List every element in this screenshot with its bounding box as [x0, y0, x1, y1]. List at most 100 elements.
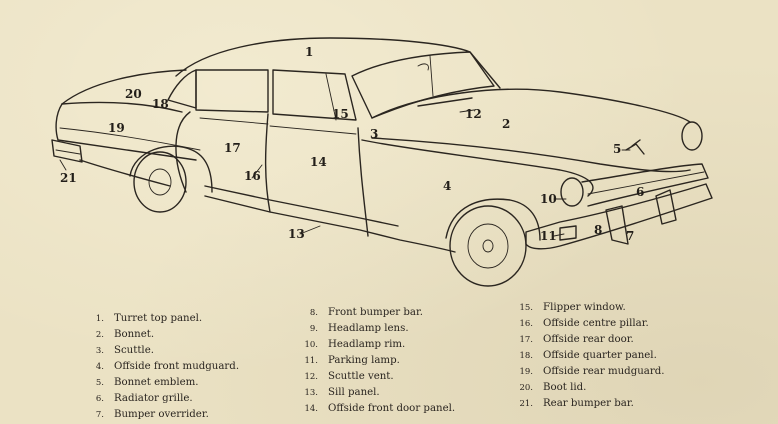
legend-number: 20. — [519, 383, 533, 393]
legend-item: 2. Bonnet. — [82, 327, 239, 343]
bonnet-outline — [371, 88, 691, 123]
legend-number: 4. — [95, 362, 104, 372]
legend-label: Bonnet. — [114, 329, 155, 340]
front-mudguard — [361, 139, 594, 197]
legend-label: Turret top panel. — [114, 313, 203, 324]
legend-label: Offside quarter panel. — [543, 350, 657, 361]
legend-number: 21. — [519, 399, 533, 409]
legend-number: 8. — [309, 308, 318, 318]
legend-item: 7.Bumper overrider. — [82, 407, 239, 423]
legend-item: 5. Bonnet emblem. — [82, 375, 239, 391]
callout-21: 21 — [60, 171, 77, 185]
callout-2: 2 — [502, 117, 510, 131]
bumper-overrider — [605, 205, 629, 245]
front-door-window — [272, 69, 357, 121]
legend-label: Scuttle vent. — [328, 371, 394, 382]
rear-wheel — [133, 151, 187, 213]
callout-11: 11 — [540, 229, 557, 243]
legend-item: 21. Rear bumper bar. — [511, 396, 664, 412]
legend-label: Sill panel. — [328, 387, 380, 398]
rear-side-window — [195, 69, 269, 113]
legend-label: Offside front mudguard. — [114, 361, 240, 372]
legend-item: 1. Turret top panel. — [82, 311, 239, 327]
car-body-illustration: 1 2 3 4 5 6 7 8 10 11 12 13 14 15 16 17 … — [51, 37, 713, 287]
front-bumper-bar — [525, 183, 713, 250]
legend-label: Headlamp rim. — [328, 339, 406, 350]
rear-mudguard — [55, 103, 197, 161]
front-wheel-arch — [445, 198, 541, 241]
callout-3: 3 — [370, 127, 378, 141]
legend-label: Offside front door panel. — [328, 403, 456, 414]
callout-5: 5 — [613, 142, 621, 156]
legend-number: 15. — [519, 303, 533, 313]
boot-lid — [61, 69, 187, 105]
legend-number: 1. — [95, 314, 104, 324]
legend-label: Boot lid. — [543, 382, 587, 393]
legend-number: 13. — [304, 388, 318, 398]
legend-item: 11.Parking lamp. — [296, 353, 455, 369]
legend-label: Headlamp lens. — [328, 323, 409, 334]
rear-bumper-bar — [51, 139, 83, 163]
callout-1: 1 — [305, 45, 313, 59]
headlamp-right — [681, 121, 703, 151]
legend-number: 18. — [519, 351, 533, 361]
front-door-seam — [357, 127, 369, 237]
legend-number: 10. — [304, 340, 318, 350]
parking-lamp — [559, 225, 577, 241]
legend-number: 12. — [304, 372, 318, 382]
legend-label: Offside rear mudguard. — [543, 366, 665, 377]
callout-12: 12 — [465, 107, 482, 121]
callout-17: 17 — [224, 141, 241, 155]
legend-item: 17. Offside rear door. — [511, 332, 664, 348]
callout-8: 8 — [594, 223, 602, 237]
legend-number: 11. — [304, 356, 318, 366]
callout-15: 15 — [332, 107, 349, 121]
callout-18: 18 — [152, 97, 169, 111]
legend-item: 6.Radiator grille. — [82, 391, 239, 407]
headlamp-left — [560, 177, 584, 207]
front-wheel — [449, 205, 527, 287]
legend-number: 9. — [309, 324, 318, 334]
legend-item: 4. Offside front mudguard. — [82, 359, 239, 375]
legend-item: 8. Front bumper bar. — [296, 305, 455, 321]
legend-column-2: 8. Front bumper bar. 9. Headlamp lens. 10.… — [296, 305, 455, 417]
legend-item: 3.Scuttle. — [82, 343, 239, 359]
callout-20: 20 — [125, 87, 142, 101]
legend-label: Bonnet emblem. — [114, 377, 199, 388]
turret-top-outline — [175, 37, 501, 89]
legend-column-3: 15. Flipper window. 16.Offside centre pil… — [511, 300, 664, 412]
legend-label: Flipper window. — [543, 302, 626, 313]
legend-item: 12. Scuttle vent. — [296, 369, 455, 385]
legend-label: Offside rear door. — [543, 334, 634, 345]
legend-item: 13. Sill panel. — [296, 385, 455, 401]
legend-label: Front bumper bar. — [328, 307, 423, 318]
legend-item: 18. Offside quarter panel. — [511, 348, 664, 364]
legend-item: 9. Headlamp lens. — [296, 321, 455, 337]
legend-item: 14. Offside front door panel. — [296, 401, 455, 417]
quarter-panel-seam — [175, 111, 191, 193]
body-lower-line — [204, 195, 456, 253]
legend-label: Offside centre pillar. — [543, 318, 649, 329]
callout-14: 14 — [310, 155, 327, 169]
legend-number: 17. — [519, 335, 533, 345]
callout-7: 7 — [626, 229, 634, 243]
legend-number: 14. — [304, 404, 318, 414]
legend-number: 5. — [95, 378, 104, 388]
callout-16: 16 — [244, 169, 261, 183]
legend-item: 19. Offside rear mudguard. — [511, 364, 664, 380]
callout-4: 4 — [443, 179, 451, 193]
legend-label: Rear bumper bar. — [543, 398, 634, 409]
callout-13: 13 — [288, 227, 305, 241]
legend-label: Scuttle. — [114, 345, 154, 356]
rear-wheel-arch — [129, 145, 213, 193]
legend-item: 20. Boot lid. — [511, 380, 664, 396]
legend-number: 2. — [95, 330, 104, 340]
legend-number: 6. — [95, 394, 104, 404]
legend-item: 16.Offside centre pillar. — [511, 316, 664, 332]
rear-window — [167, 69, 197, 109]
legend-number: 19. — [519, 367, 533, 377]
legend-label: Bumper overrider. — [114, 409, 209, 420]
bonnet-emblem — [625, 139, 645, 155]
callout-10: 10 — [540, 192, 557, 206]
